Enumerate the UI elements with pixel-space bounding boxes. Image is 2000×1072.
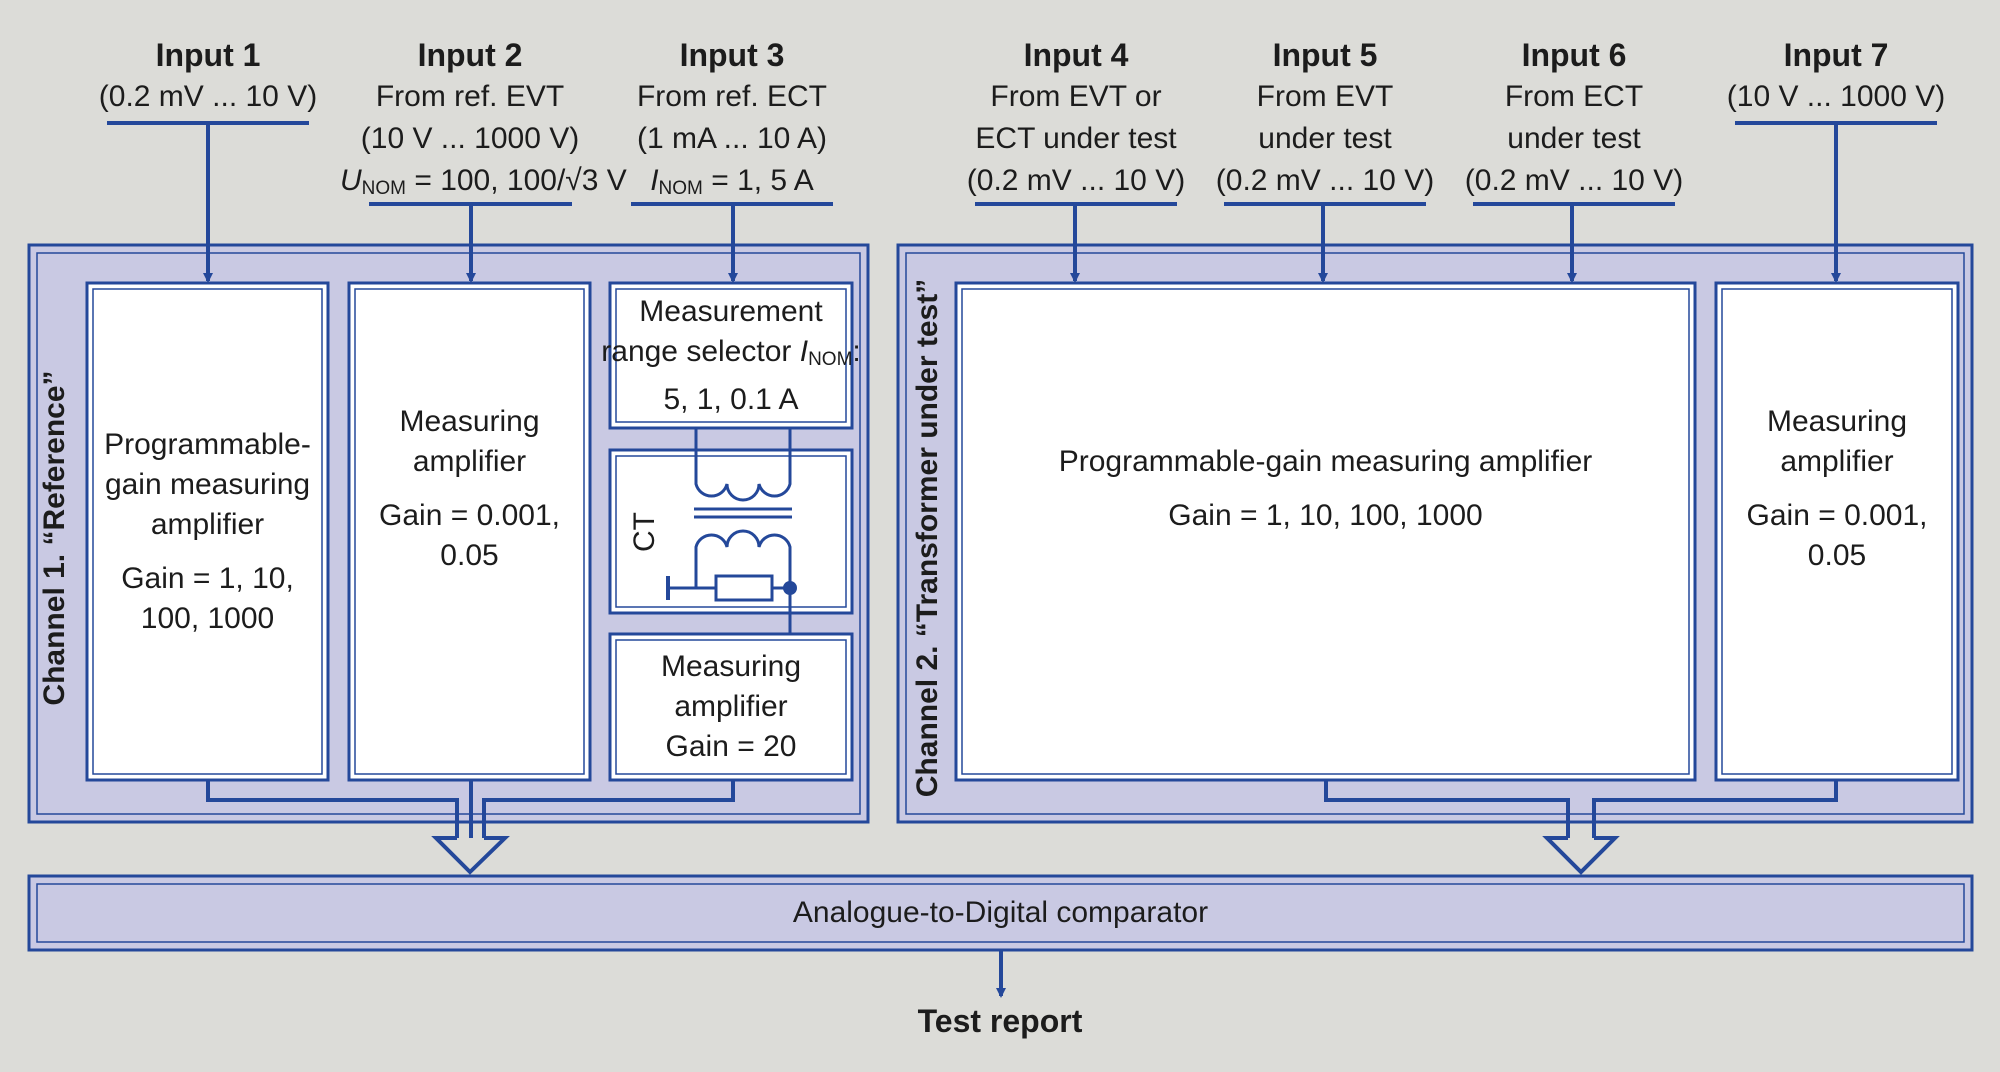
ch1-pga-text: Programmable- gain measuring amplifier G… — [93, 289, 322, 774]
ch1-amp-line1: Measuring — [399, 405, 540, 438]
input7-label: Input 7 (10 V ... 1000 V) — [1716, 34, 1956, 118]
channel1-label: Channel 1. “Reference” — [38, 370, 71, 706]
input4-label: Input 4 From EVT or ECT under test (0.2 … — [956, 34, 1196, 202]
ch2-hollow-arrow — [1542, 836, 1620, 875]
range-selector-line1: Measurement — [639, 294, 823, 328]
input6-line1: From ECT — [1504, 80, 1644, 113]
input6-title: Input 6 — [1521, 37, 1627, 73]
range-selector-line2: range selector INOM: — [601, 334, 861, 370]
ch2-pga-box — [954, 281, 1697, 782]
ch1-pga-line3: amplifier — [150, 507, 265, 541]
comparator-box — [27, 874, 1974, 952]
ch2-amp-box — [1714, 281, 1960, 782]
input4-title: Input 4 — [1023, 37, 1129, 73]
amp20-line1: Measuring — [660, 650, 802, 683]
ct-junction-dot — [783, 581, 797, 595]
input5-label: Input 5 From EVT under test (0.2 mV ... … — [1205, 34, 1445, 202]
channel2-label: Channel 2. “Transformer under test” — [911, 278, 944, 798]
input2-title: Input 2 — [417, 37, 523, 73]
ch1-pga-line1: Programmable- — [104, 427, 311, 461]
amp20-box — [608, 632, 854, 782]
amp20-text: Measuring amplifier Gain = 20 — [616, 640, 846, 774]
input1-title: Input 1 — [155, 37, 261, 73]
input2-label: Input 2 From ref. EVT (10 V ... 1000 V) … — [340, 34, 627, 210]
ch2-amp-text: Measuring amplifier Gain = 0.001, 0.05 — [1722, 289, 1952, 689]
input2-nominal: UNOM = 100, 100/√3 V — [340, 164, 627, 199]
ch2-collector-right — [1592, 780, 1838, 838]
ch1-pga-box — [85, 281, 330, 782]
input2-source: From ref. EVT — [375, 80, 565, 113]
range-selector-box — [608, 281, 854, 430]
input3-nominal: INOM = 1, 5 A — [650, 164, 814, 199]
input5-title: Input 5 — [1272, 37, 1378, 73]
ch1-collector-right — [482, 780, 735, 838]
input3-range: (1 mA ... 10 A) — [636, 122, 828, 155]
ch2-amp-line1: Measuring — [1766, 405, 1908, 438]
input3-title: Input 3 — [679, 37, 785, 73]
ch2-pga-gain: Gain = 1, 10, 100, 1000 — [1168, 499, 1483, 532]
range-selector-line3: 5, 1, 0.1 A — [663, 382, 799, 416]
input5-line2: under test — [1258, 122, 1392, 155]
ch1-pga-gain1: Gain = 1, 10, — [121, 561, 294, 595]
input6-line2: under test — [1507, 122, 1641, 155]
ch2-pga-line1: Programmable-gain measuring amplifier — [1058, 445, 1593, 478]
test-report-label: Test report — [917, 1003, 1083, 1039]
amp20-line2: amplifier — [674, 690, 788, 723]
input3-label: Input 3 From ref. ECT (1 mA ... 10 A) IN… — [612, 34, 852, 210]
amp20-gain: Gain = 20 — [665, 730, 797, 763]
ch2-collector-left — [1324, 780, 1570, 838]
input6-range: (0.2 mV ... 10 V) — [1464, 164, 1684, 197]
range-selector-text: Measurement range selector INOM: 5, 1, 0… — [601, 289, 860, 422]
input5-range: (0.2 mV ... 10 V) — [1215, 164, 1435, 197]
input4-line1: From EVT or — [990, 80, 1162, 113]
input4-line2: ECT under test — [975, 122, 1177, 155]
ch2-amp-gain1: Gain = 0.001, — [1746, 499, 1928, 532]
ch1-pga-line2: gain measuring — [104, 467, 311, 501]
input6-label: Input 6 From ECT under test (0.2 mV ... … — [1454, 34, 1694, 202]
ch2-amp-gain2: 0.05 — [1807, 539, 1867, 572]
input1-range: (0.2 mV ... 10 V) — [98, 80, 318, 113]
input7-range: (10 V ... 1000 V) — [1726, 80, 1946, 113]
ct-burden-resistor — [714, 574, 774, 602]
ch2-amp-line2: amplifier — [1780, 445, 1894, 478]
input2-range: (10 V ... 1000 V) — [360, 122, 580, 155]
comparator-label: Analogue-to-Digital comparator — [792, 896, 1209, 929]
ch1-hollow-arrow — [431, 836, 510, 875]
ch2-pga-text: Programmable-gain measuring amplifier Ga… — [962, 289, 1689, 689]
ct-primary-coil — [694, 476, 792, 502]
ch1-amp-gain2: 0.05 — [440, 539, 499, 572]
ct-label: CT — [628, 512, 661, 552]
ch1-amp-box — [347, 281, 592, 782]
input7-title: Input 7 — [1783, 37, 1889, 73]
ch1-amp-gain1: Gain = 0.001, — [379, 499, 560, 532]
ch1-pga-gain2: 100, 1000 — [140, 601, 275, 635]
ct-secondary-coil — [694, 529, 792, 588]
ch1-collector-left — [206, 780, 459, 838]
input3-source: From ref. ECT — [636, 80, 827, 113]
input5-line1: From EVT — [1256, 80, 1394, 113]
input1-label: Input 1 (0.2 mV ... 10 V) — [98, 34, 318, 118]
ch1-amp-text: Measuring amplifier Gain = 0.001, 0.05 — [355, 289, 584, 689]
ch1-amp-line2: amplifier — [412, 445, 527, 478]
input4-range: (0.2 mV ... 10 V) — [966, 164, 1186, 197]
